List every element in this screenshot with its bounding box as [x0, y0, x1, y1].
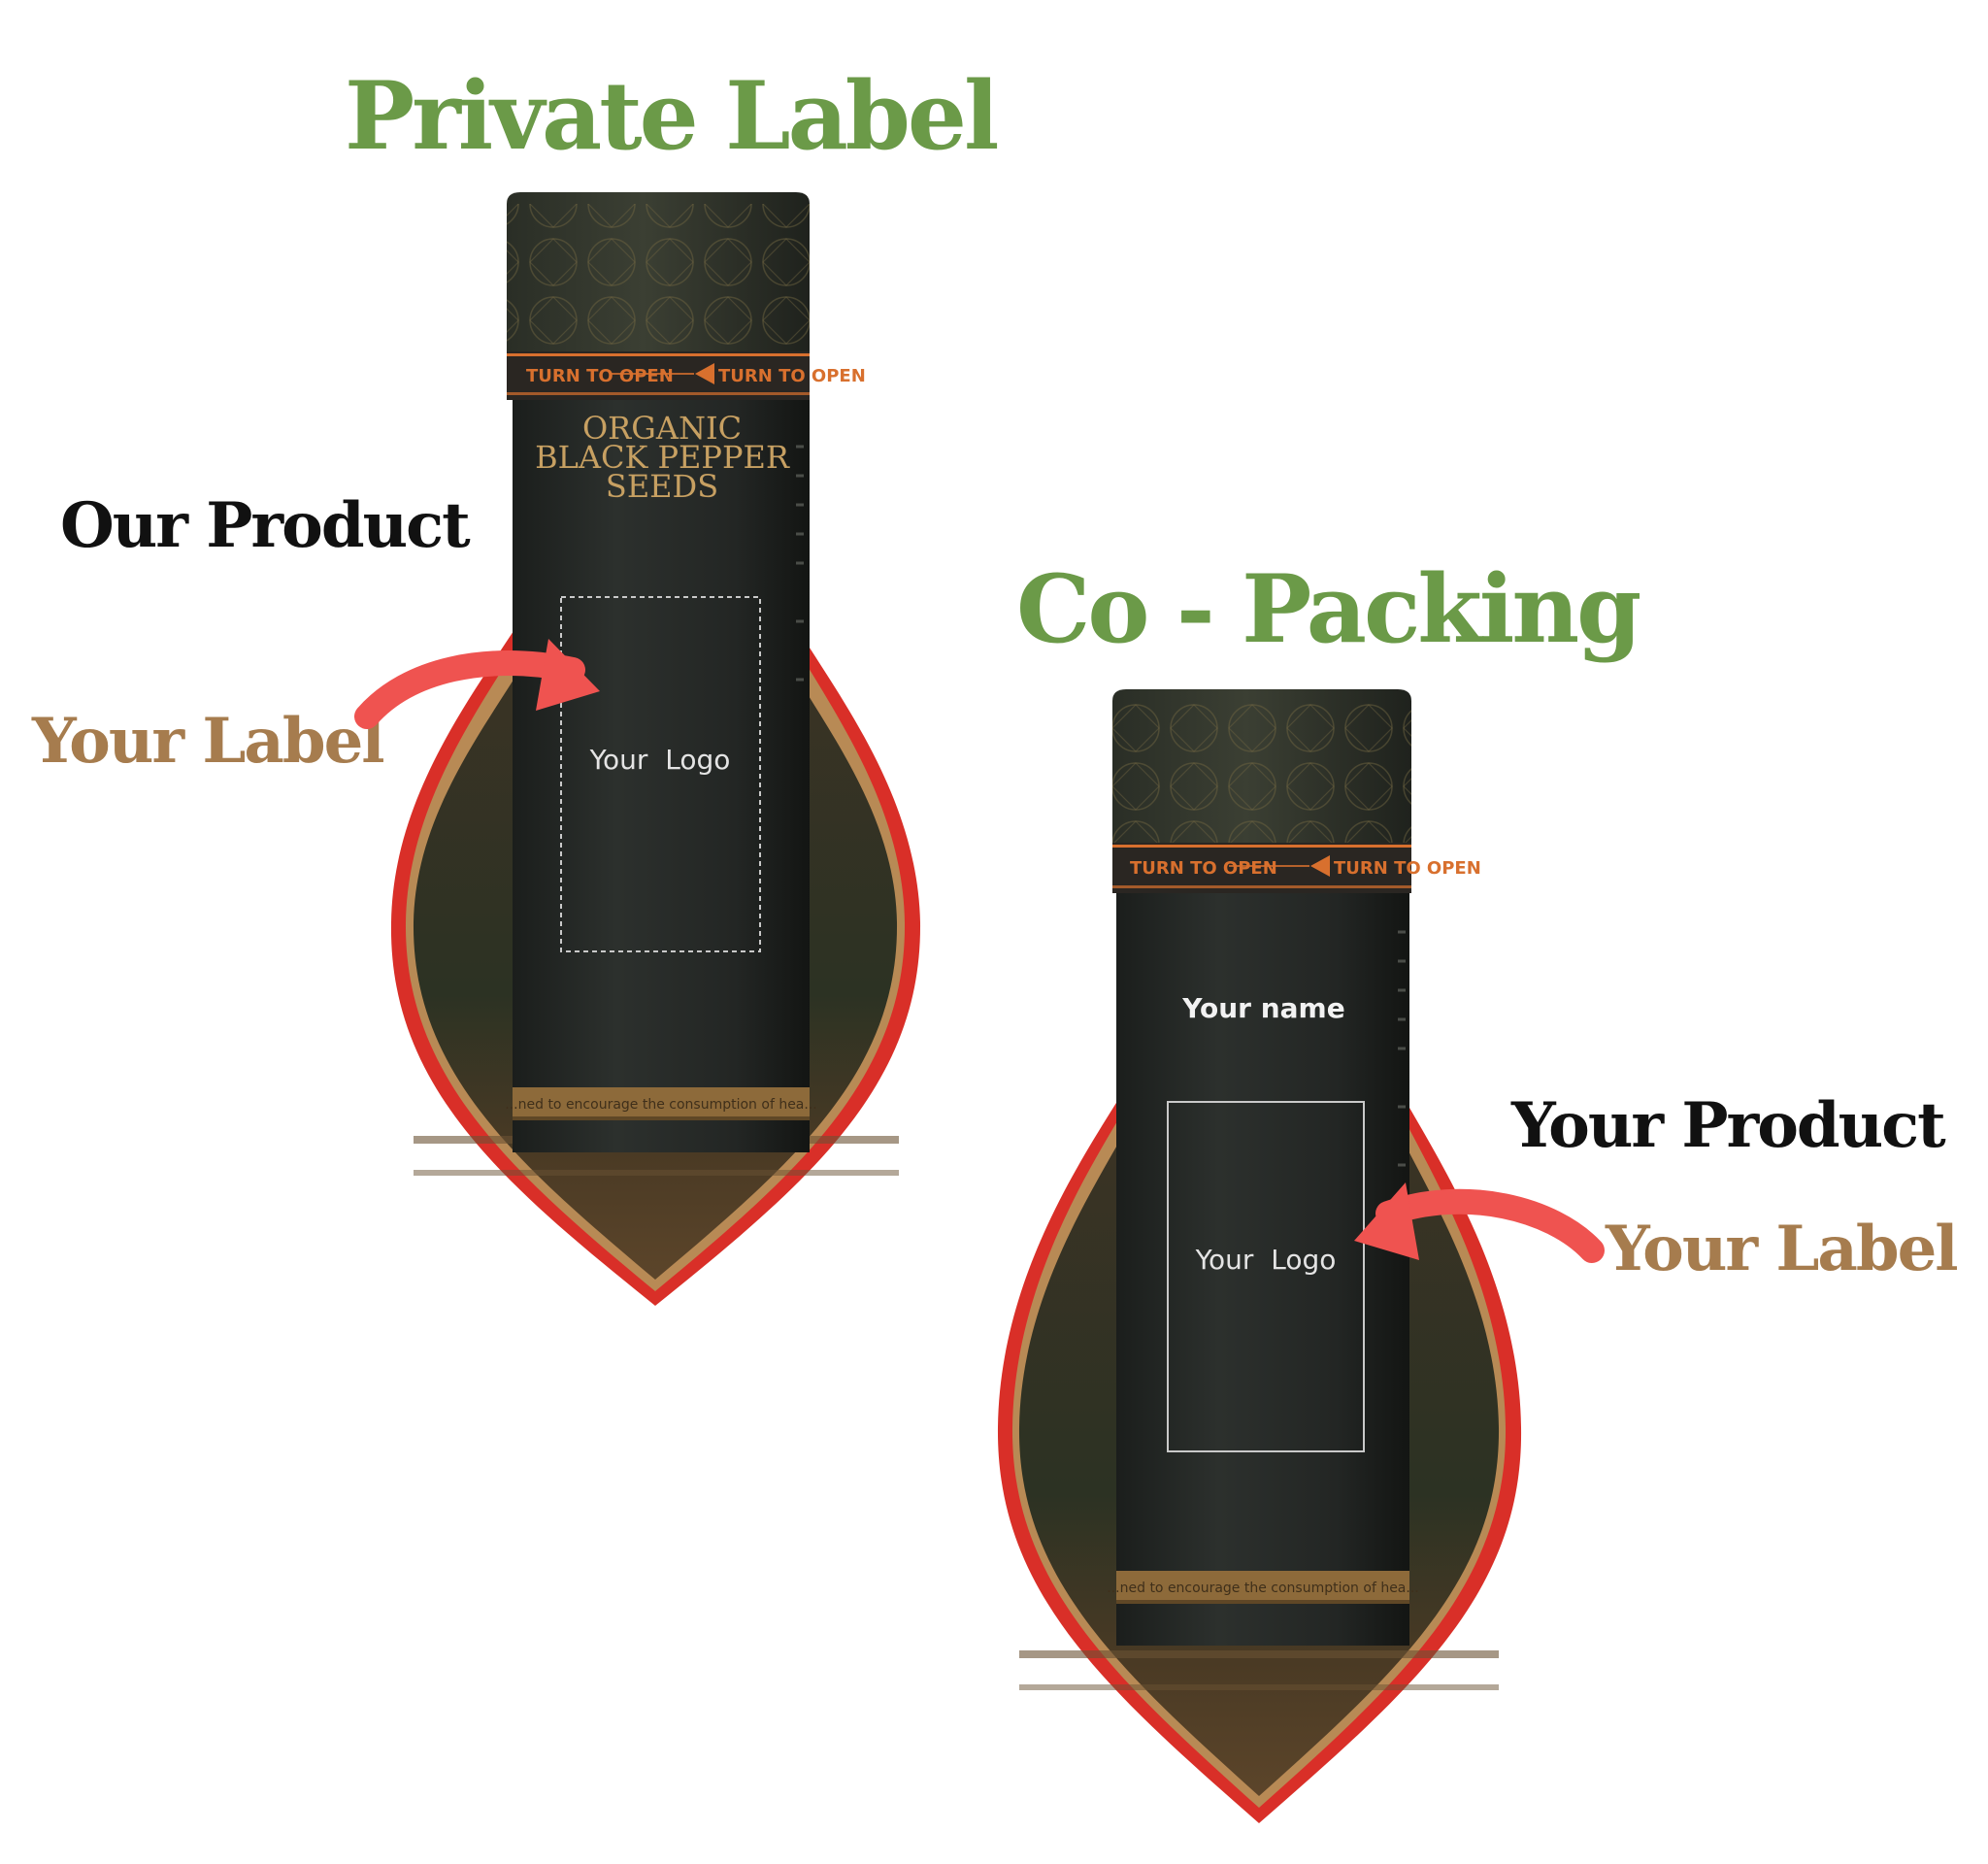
private-band-text-2: TURN TO OPEN: [718, 366, 866, 386]
co-logo-placeholder: Your Logo: [1195, 1244, 1337, 1276]
co-packing-can: [1112, 689, 1411, 1646]
co-logo-placeholder-box: [1167, 1101, 1365, 1452]
private-logo-placeholder-box: [560, 596, 761, 952]
co-band-text-1: TURN TO OPEN: [1130, 858, 1277, 879]
private-band-text-1: TURN TO OPEN: [526, 366, 674, 386]
private-product-name-line-3: SEEDS: [606, 468, 718, 505]
private-label-can: [507, 192, 810, 1152]
co-packing-heading: Co - Packing: [1016, 554, 1641, 664]
co-bottom-strip-text: ...ned to encourage the consumption of h…: [1107, 1581, 1418, 1596]
private-arrow-icon: [354, 639, 600, 729]
co-arrow-icon: [1354, 1182, 1605, 1263]
our-product-caption: Our Product: [60, 489, 471, 562]
private-your-label-caption: Your Label: [32, 705, 385, 778]
private-product-name-line-2: BLACK PEPPER: [535, 439, 790, 476]
private-label-heading: Private Label: [345, 61, 999, 171]
your-product-caption: Your Product: [1511, 1089, 1946, 1162]
private-product-name-line-1: ORGANIC: [582, 410, 742, 447]
private-logo-placeholder: Your Logo: [589, 744, 731, 776]
private-bottom-strip-text: ...ned to encourage the consumption of h…: [505, 1097, 816, 1113]
co-name-placeholder: Your name: [1181, 992, 1344, 1024]
co-band-text-2: TURN TO OPEN: [1334, 858, 1481, 879]
co-your-label-caption: Your Label: [1606, 1213, 1959, 1285]
